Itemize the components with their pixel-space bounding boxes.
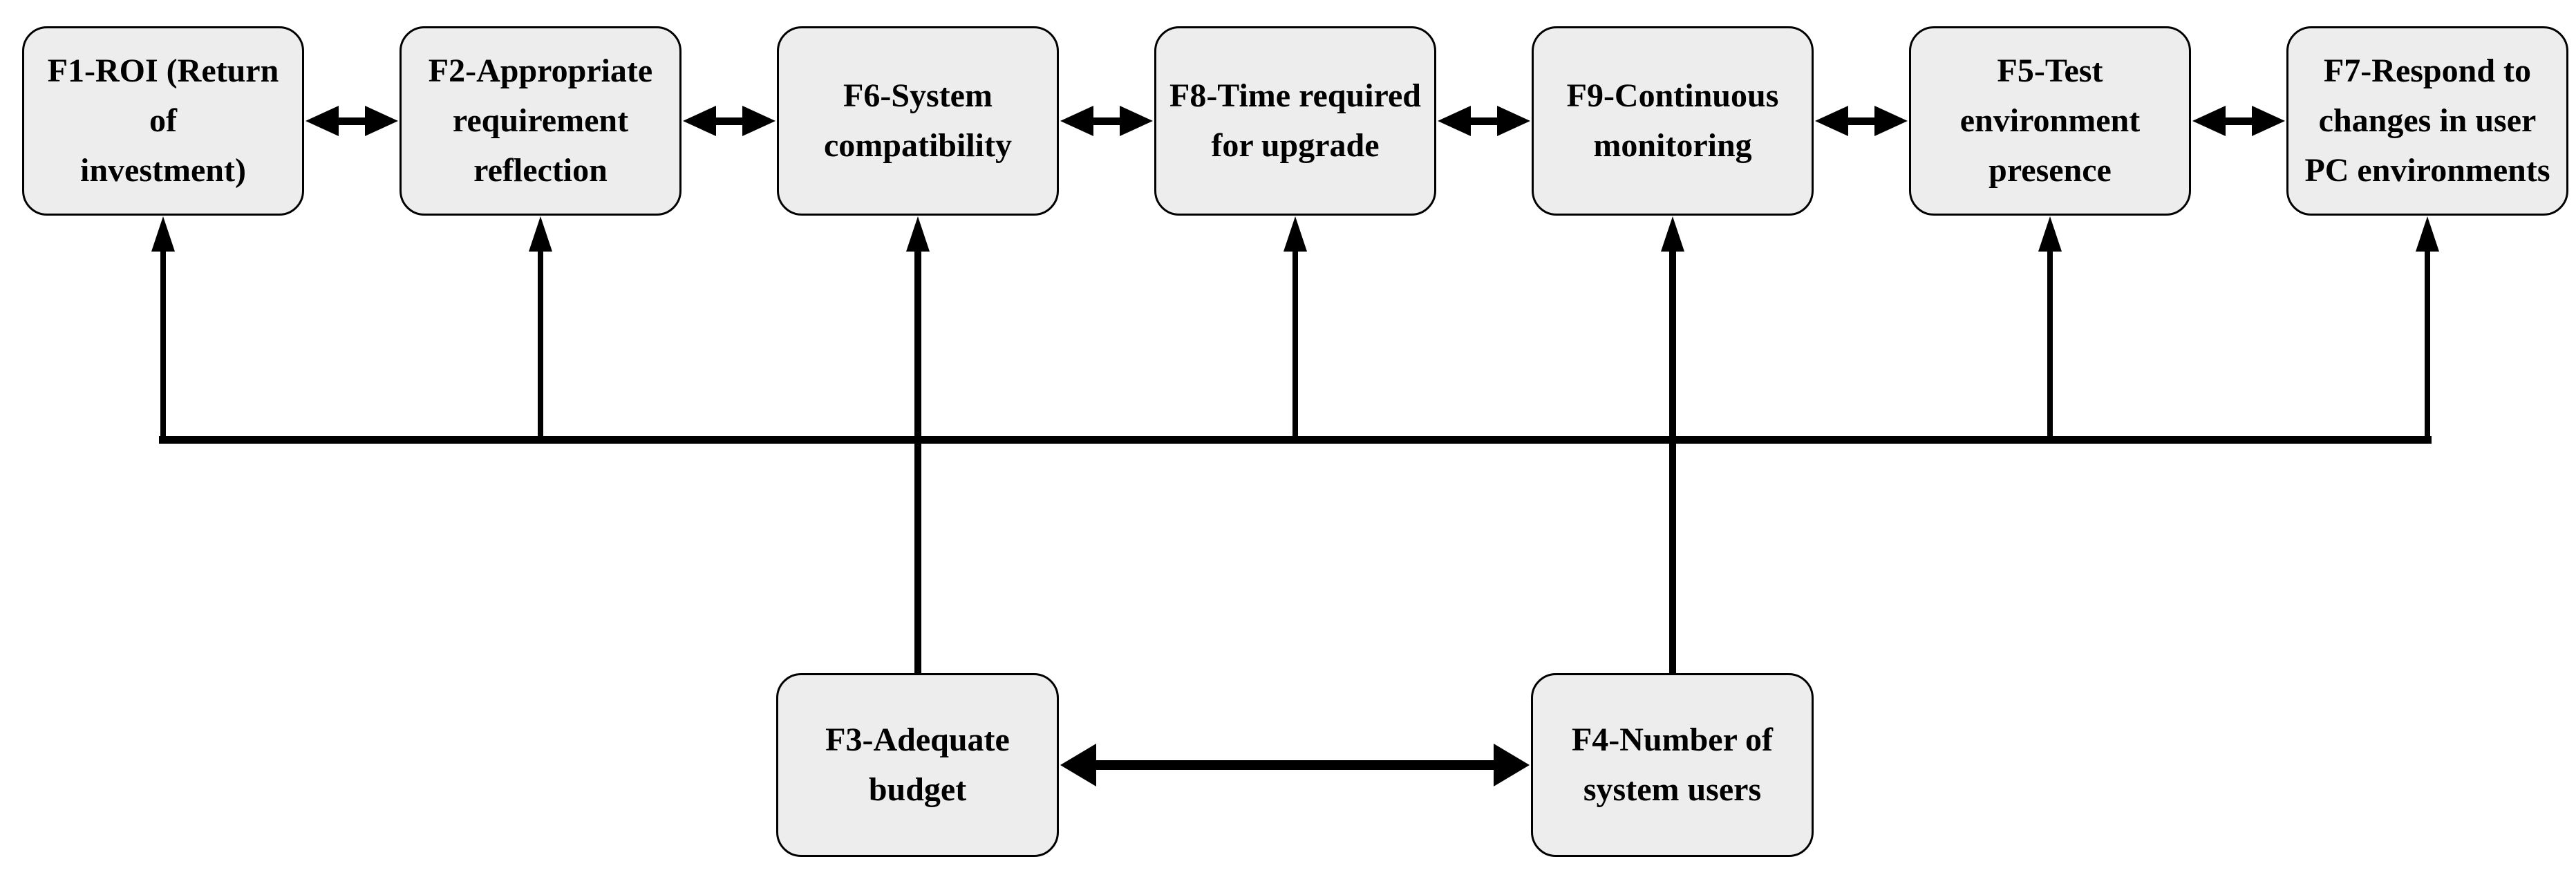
edge-f3-to-f6 <box>906 216 930 675</box>
edge-bus-to-f2 <box>529 216 552 444</box>
node-f5-test-environment-presence: F5-Test environment presence <box>1909 26 2191 216</box>
node-f6-label: F6-System compatibility <box>824 77 1012 164</box>
node-f1-roi: F1-ROI (Return of investment) <box>22 26 304 216</box>
edge-bus-to-f8 <box>1284 216 1307 444</box>
edge-f6-f8 <box>1060 106 1153 136</box>
edge-f8-f9 <box>1438 106 1530 136</box>
node-f5-label: F5-Test environment presence <box>1959 53 2141 189</box>
node-f6-system-compatibility: F6-System compatibility <box>777 26 1059 216</box>
node-f1-label: F1-ROI (Return of investment) <box>47 53 279 189</box>
node-f2-appropriate-requirement-reflection: F2-Appropriate requirement reflection <box>399 26 681 216</box>
node-f4-number-of-system-users: F4-Number of system users <box>1531 673 1814 857</box>
edge-bus-to-f7 <box>2416 216 2439 444</box>
edge-f9-f5 <box>1815 106 1908 136</box>
edge-f3-f4 <box>1060 744 1530 786</box>
node-f7-respond-to-changes: F7-Respond to changes in user PC environ… <box>2286 26 2568 216</box>
edge-bus-to-f5 <box>2038 216 2062 444</box>
edge-f1-f2 <box>305 106 398 136</box>
node-f4-label: F4-Number of system users <box>1571 722 1774 808</box>
node-f8-label: F8-Time required for upgrade <box>1169 77 1421 164</box>
node-f3-label: F3-Adequate budget <box>825 722 1010 808</box>
node-f7-label: F7-Respond to changes in user PC environ… <box>2304 53 2550 189</box>
node-f9-continuous-monitoring: F9-Continuous monitoring <box>1532 26 1814 216</box>
edge-f4-to-f9 <box>1661 216 1684 675</box>
edge-f2-f6 <box>683 106 775 136</box>
node-f3-adequate-budget: F3-Adequate budget <box>776 673 1059 857</box>
node-f2-label: F2-Appropriate requirement reflection <box>428 53 653 189</box>
edge-f5-f7 <box>2192 106 2285 136</box>
node-f9-label: F9-Continuous monitoring <box>1566 77 1779 164</box>
node-f8-time-required-for-upgrade: F8-Time required for upgrade <box>1154 26 1436 216</box>
edge-bus-to-f1 <box>151 216 175 444</box>
